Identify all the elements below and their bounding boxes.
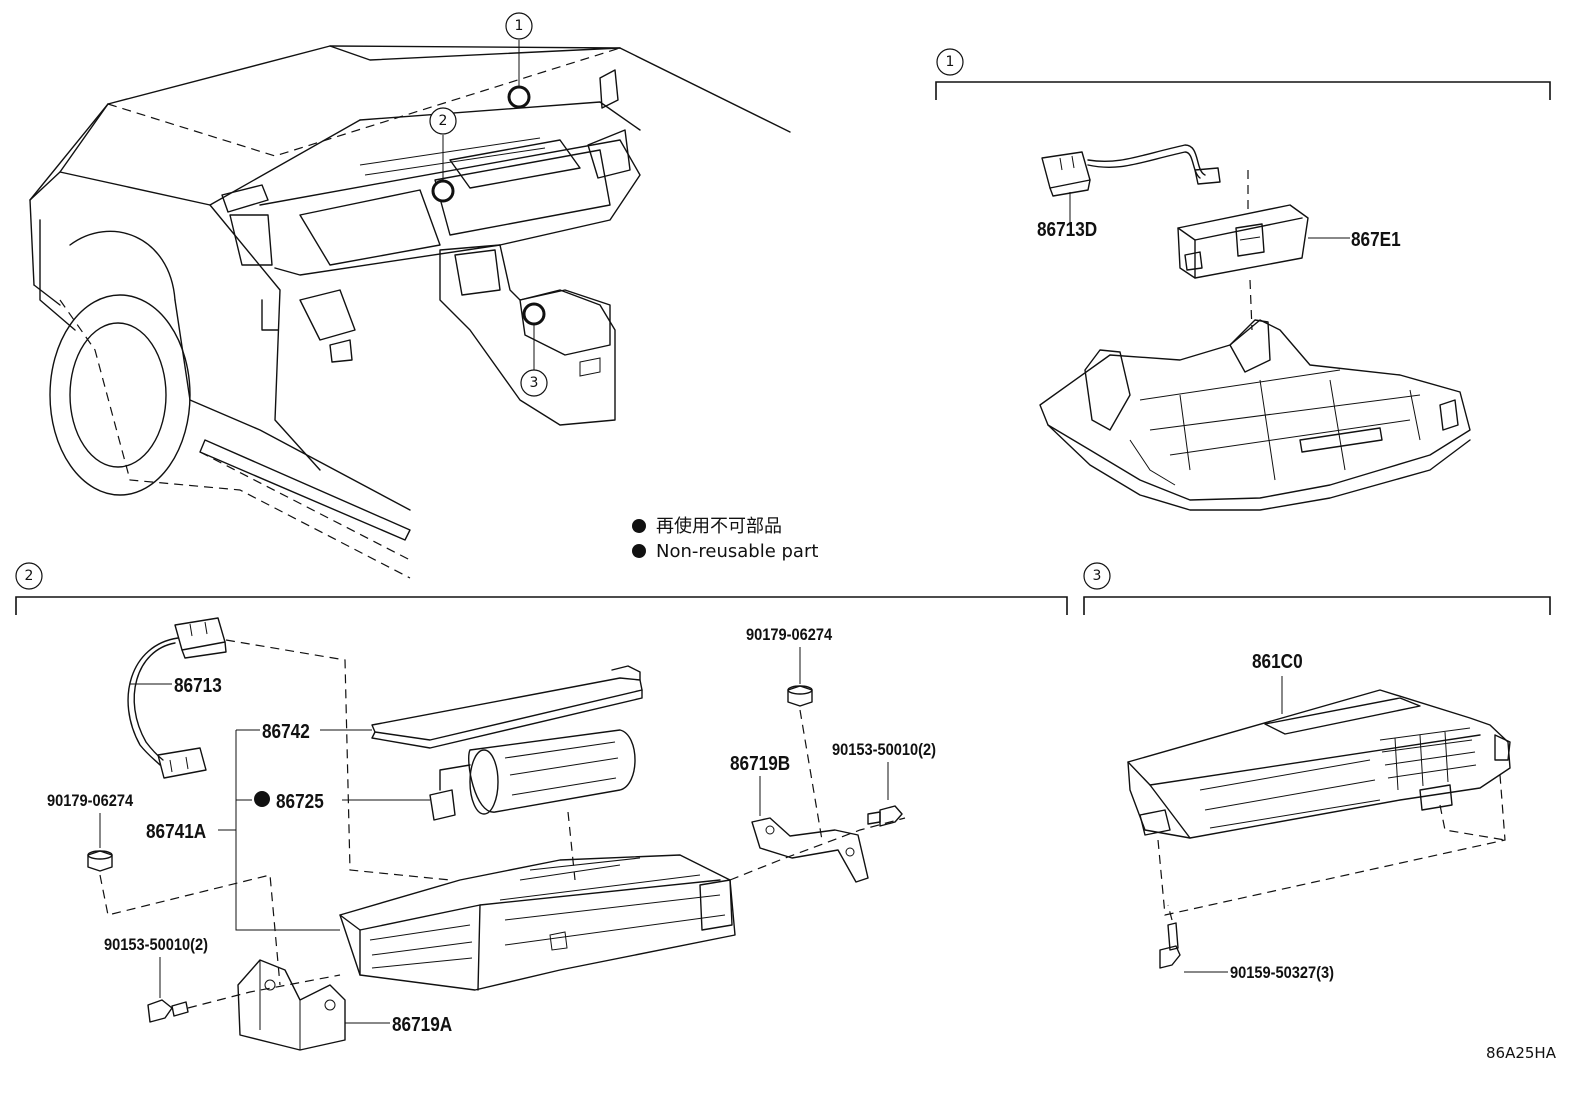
module-867E1-drawing bbox=[1177, 204, 1309, 279]
location-ref-1-text: 1 bbox=[515, 18, 524, 34]
section-2-ref-badge bbox=[15, 562, 43, 590]
part-label-90179-06274-left: 90179-06274 bbox=[47, 792, 133, 810]
part-label-86741A: 86741A bbox=[146, 820, 206, 843]
non-reusable-marker-86725 bbox=[254, 791, 270, 807]
screw-90153-left-drawing bbox=[147, 999, 189, 1023]
part-label-861C0: 861C0 bbox=[1252, 650, 1303, 673]
nut-90179-right-drawing bbox=[787, 685, 813, 707]
diagram-id: 86A25HA bbox=[1486, 1044, 1557, 1062]
section-1-ref-badge bbox=[936, 48, 964, 76]
part-label-90153-50010-right: 90153-50010(2) bbox=[832, 741, 936, 759]
nut-90179-left-drawing bbox=[87, 850, 113, 872]
part-label-867E1: 867E1 bbox=[1351, 228, 1401, 251]
harness-86713D-drawing bbox=[1041, 144, 1221, 197]
section-3-ref: 3 bbox=[1093, 568, 1102, 584]
section-3-bracket bbox=[1083, 596, 1551, 615]
legend-english: Non-reusable part bbox=[656, 541, 818, 562]
part-label-86719A: 86719A bbox=[392, 1013, 452, 1036]
harness-86713-drawing bbox=[127, 617, 227, 779]
bolt-90159-drawing bbox=[1159, 922, 1181, 969]
section-2: 2 86713 86742 86725 86741A bbox=[15, 562, 1068, 1051]
location-ref-2-badge bbox=[429, 107, 457, 135]
section-3: 3 861C0 90159-50327(3) bbox=[1083, 562, 1551, 982]
part-label-90159-50327: 90159-50327(3) bbox=[1230, 964, 1334, 982]
bracket-86719A-drawing bbox=[237, 959, 346, 1051]
display-unit-86741A-drawing bbox=[339, 854, 736, 991]
section-2-bracket bbox=[15, 596, 1068, 615]
part-label-86725: 86725 bbox=[276, 790, 324, 813]
part-label-86719B: 86719B bbox=[730, 752, 790, 775]
screw-90153-right-drawing bbox=[867, 805, 903, 827]
legend: 再使用不可部品 Non-reusable part bbox=[632, 516, 818, 562]
vehicle-overview: 1 2 3 bbox=[29, 12, 791, 579]
location-ref-3-text: 3 bbox=[530, 375, 539, 391]
location-ref-2-text: 2 bbox=[439, 113, 448, 129]
part-label-90179-06274-right: 90179-06274 bbox=[746, 626, 832, 644]
bracket-86719B-drawing bbox=[751, 817, 869, 883]
section-1: 1 86713D 867E1 bbox=[935, 48, 1551, 511]
section-1-bracket bbox=[935, 81, 1551, 100]
part-label-86713: 86713 bbox=[174, 674, 222, 697]
location-marker-1 bbox=[507, 85, 531, 109]
component-86725-drawing bbox=[429, 729, 636, 821]
part-label-90153-50010-left: 90153-50010(2) bbox=[104, 936, 208, 954]
location-marker-2 bbox=[431, 179, 455, 203]
section-3-ref-badge bbox=[1083, 562, 1111, 590]
overhead-console-drawing bbox=[1039, 319, 1471, 511]
location-marker-3 bbox=[522, 302, 546, 326]
location-ref-3-badge bbox=[520, 369, 548, 397]
ecu-861C0-drawing bbox=[1127, 689, 1511, 839]
non-reusable-bullet-icon bbox=[632, 519, 646, 533]
location-ref-1-badge bbox=[505, 12, 533, 40]
section-1-ref: 1 bbox=[946, 54, 955, 70]
part-label-86742: 86742 bbox=[262, 720, 310, 743]
legend-japanese: 再使用不可部品 bbox=[656, 516, 782, 537]
cover-86742-drawing bbox=[371, 665, 643, 749]
non-reusable-bullet-icon bbox=[632, 544, 646, 558]
part-label-86713D: 86713D bbox=[1037, 218, 1097, 241]
section-2-ref: 2 bbox=[25, 568, 34, 584]
